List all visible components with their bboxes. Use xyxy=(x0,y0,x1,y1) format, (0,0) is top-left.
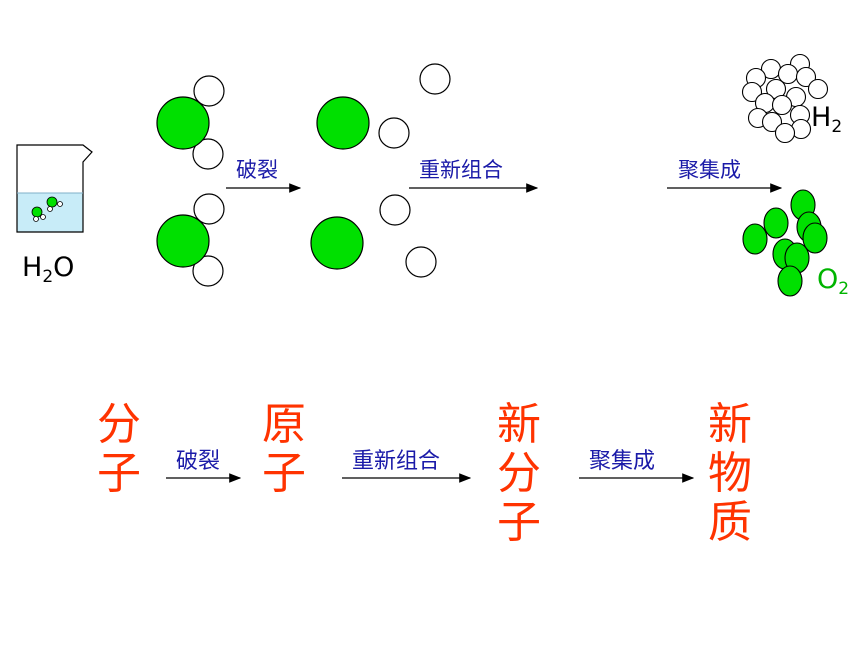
hydrogen-formula: H2 xyxy=(811,102,843,137)
water-molecule-icon xyxy=(31,196,63,222)
water-formula: H2O xyxy=(22,252,75,287)
label-recombine: 重新组合 xyxy=(419,158,503,182)
oxygen-cluster xyxy=(742,189,828,297)
water-molecule-bottom xyxy=(156,193,225,287)
term-atom: 原 子 xyxy=(262,399,306,499)
hydrogen-cluster xyxy=(741,53,829,144)
term-new-substance: 新 物 质 xyxy=(708,399,752,548)
label-break-bottom: 破裂 xyxy=(176,449,221,474)
oxygen-formula: O2 xyxy=(817,264,850,299)
term-new-molecule: 新 分 子 xyxy=(497,399,541,548)
separated-atoms xyxy=(310,63,451,278)
label-break: 破裂 xyxy=(236,158,278,182)
term-molecule: 分 子 xyxy=(97,399,141,499)
label-recombine-bottom: 重新组合 xyxy=(352,449,441,474)
label-gather: 聚集成 xyxy=(678,158,741,182)
water-molecule-top xyxy=(156,75,225,170)
beaker-icon xyxy=(16,144,93,233)
label-gather-bottom: 聚集成 xyxy=(589,449,656,474)
